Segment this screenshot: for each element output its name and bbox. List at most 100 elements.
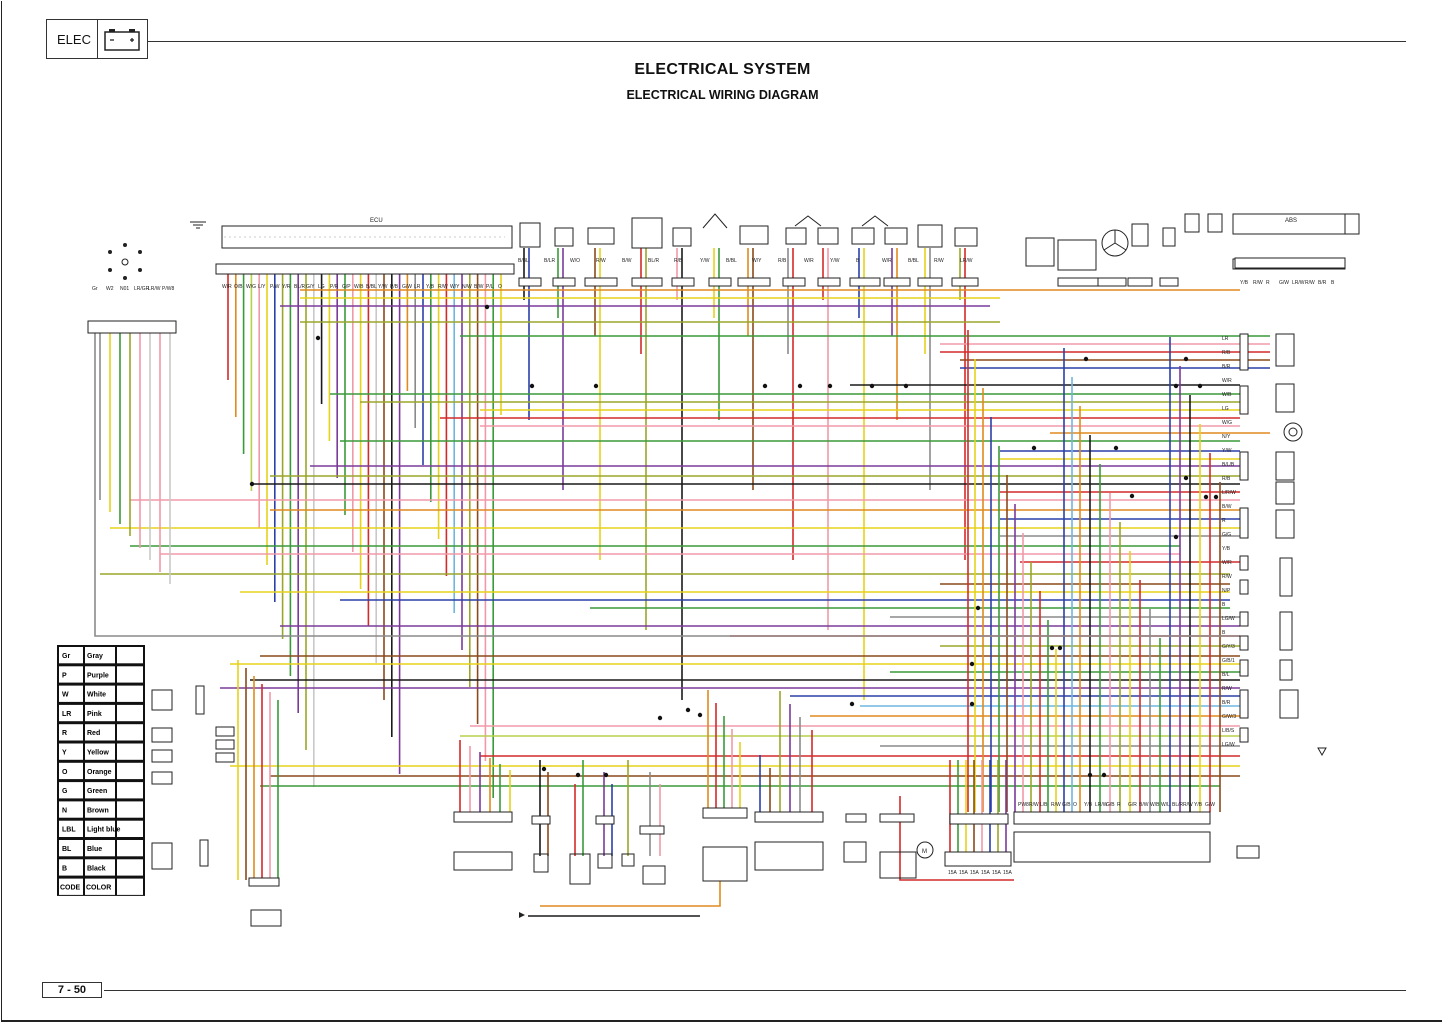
- legend-cell: [59, 743, 83, 760]
- connector-plug: [639, 825, 665, 835]
- sensor-pin-label: B/BL: [908, 258, 919, 264]
- sensor-pin-label: R/W: [934, 258, 944, 264]
- ecu-pin-label: N/W: [462, 284, 472, 290]
- legend-color-name: Pink: [87, 711, 102, 718]
- connector-plug: [817, 277, 841, 287]
- abs-label: ABS: [1285, 218, 1297, 224]
- right-wire-label: N/Y: [1222, 434, 1231, 440]
- junction-dot: [869, 383, 875, 389]
- connector-plug: [595, 815, 615, 825]
- junction-dot: [1031, 445, 1037, 451]
- legend-cell: [117, 666, 143, 683]
- legend-cell: [117, 704, 143, 722]
- bottom-pin-label: R/W: [1029, 802, 1039, 808]
- starter-orange: [540, 880, 721, 907]
- sensor-pin-label: Y/W: [700, 258, 710, 264]
- page-number: 7 - 50: [42, 982, 102, 998]
- legend-code: BL: [62, 846, 72, 853]
- legend-cell: [85, 685, 115, 702]
- connector-plug: [737, 277, 771, 287]
- junction-dot: [1057, 645, 1063, 651]
- right-wire-label: R/W: [1222, 686, 1232, 692]
- bottom-pin-label: O: [1073, 802, 1077, 808]
- right-side-components: [1236, 333, 1327, 859]
- right-wire-label: LG/W: [1222, 616, 1235, 622]
- connector-plug: [531, 815, 551, 825]
- section-tab: ELEC: [46, 19, 148, 59]
- legend-cell: [59, 782, 83, 799]
- legend-cell: [117, 743, 143, 760]
- junction-dot: [593, 383, 599, 389]
- legend-cell: [59, 762, 83, 780]
- connector-plug: [754, 811, 824, 823]
- legend-cell: [117, 762, 143, 780]
- connector-plug: [248, 877, 280, 887]
- right-wire-label: LR: [1222, 336, 1229, 342]
- legend-code: LR: [62, 711, 71, 718]
- ecu-label: ECU: [370, 218, 383, 224]
- gear-sensor-pin-label: P/W8: [162, 286, 174, 292]
- right-wire-label: W/B: [1222, 392, 1232, 398]
- junction-dot: [575, 772, 581, 778]
- ecu-pin-label: LR: [414, 284, 421, 290]
- legend-cell: [117, 859, 143, 876]
- bottom-pin-label: W/L: [1161, 802, 1170, 808]
- gear-sensor-pin-label: N01: [120, 286, 129, 292]
- right-wire-label: L/B/S: [1222, 728, 1235, 734]
- gear-sensor-pin-label: Gr: [92, 286, 98, 292]
- sensor-pin-label: BL/R: [648, 258, 660, 264]
- legend-color-name: Black: [87, 865, 106, 872]
- connector-plug: [584, 277, 618, 287]
- connector-plug: [552, 277, 576, 287]
- legend-header-code: CODE: [60, 885, 81, 892]
- footer-rule: [104, 990, 1406, 991]
- bottom-pin-label: R/W: [1183, 802, 1193, 808]
- ecu-pin-label: B/BL: [366, 284, 377, 290]
- connector-plug: [845, 813, 867, 823]
- bottom-pin-label: G/R: [1128, 802, 1137, 808]
- bottom-pin-label: R: [1117, 802, 1121, 808]
- right-wire-label: L/R/W: [1222, 490, 1236, 496]
- junction-dot: [903, 383, 909, 389]
- right-wire-label: G/Y/3: [1222, 644, 1235, 650]
- junction-dot: [1203, 494, 1209, 500]
- junction-dot: [969, 661, 975, 667]
- bottom-pin-label: Y/B: [1194, 802, 1203, 808]
- gear-position-sensor: [87, 243, 177, 334]
- right-wire-label: Y/W: [1222, 448, 1232, 454]
- legend-cell: [85, 666, 115, 683]
- ecu-pin-label: G/Y: [306, 284, 315, 290]
- connector-plug: [1239, 333, 1249, 371]
- right-wire-label: G/G: [1222, 532, 1231, 538]
- legend-code: O: [62, 769, 68, 776]
- legend-cell: [59, 647, 83, 664]
- junction-dot: [1213, 494, 1219, 500]
- ecu-block: ECU: [215, 218, 515, 275]
- bottom-pin-label: BL/R: [1172, 802, 1184, 808]
- bottom-pin-label: B/W: [1139, 802, 1149, 808]
- ecu-pin-label: P/L: [486, 284, 494, 290]
- abs-pin-label: Y/B: [1240, 280, 1249, 286]
- junction-dot: [657, 715, 663, 721]
- connector-plug: [671, 277, 695, 287]
- abs-pin-label: R/W: [1305, 280, 1315, 286]
- legend-color-name: Gray: [87, 653, 103, 660]
- legend-code: R: [62, 730, 67, 737]
- connector-plug: [1127, 277, 1153, 287]
- bottom-pin-label: Y/B: [1084, 802, 1093, 808]
- junction-dot: [603, 772, 609, 778]
- connector-plug: [518, 277, 542, 287]
- ecu-pin-label: BL/R: [294, 284, 306, 290]
- legend-color-name: White: [87, 692, 106, 699]
- sensor-pin-label: R/B: [778, 258, 787, 264]
- right-wire-label: B/L/B: [1222, 462, 1235, 468]
- ecu-pin-label: Y/R: [282, 284, 291, 290]
- bottom-components: M: [250, 811, 1211, 927]
- connector-plug: [453, 811, 513, 823]
- junction-dot: [484, 304, 490, 310]
- legend-cell: [117, 820, 143, 837]
- ecu-pin-label: W/G: [246, 284, 256, 290]
- connector-plug: [917, 277, 943, 287]
